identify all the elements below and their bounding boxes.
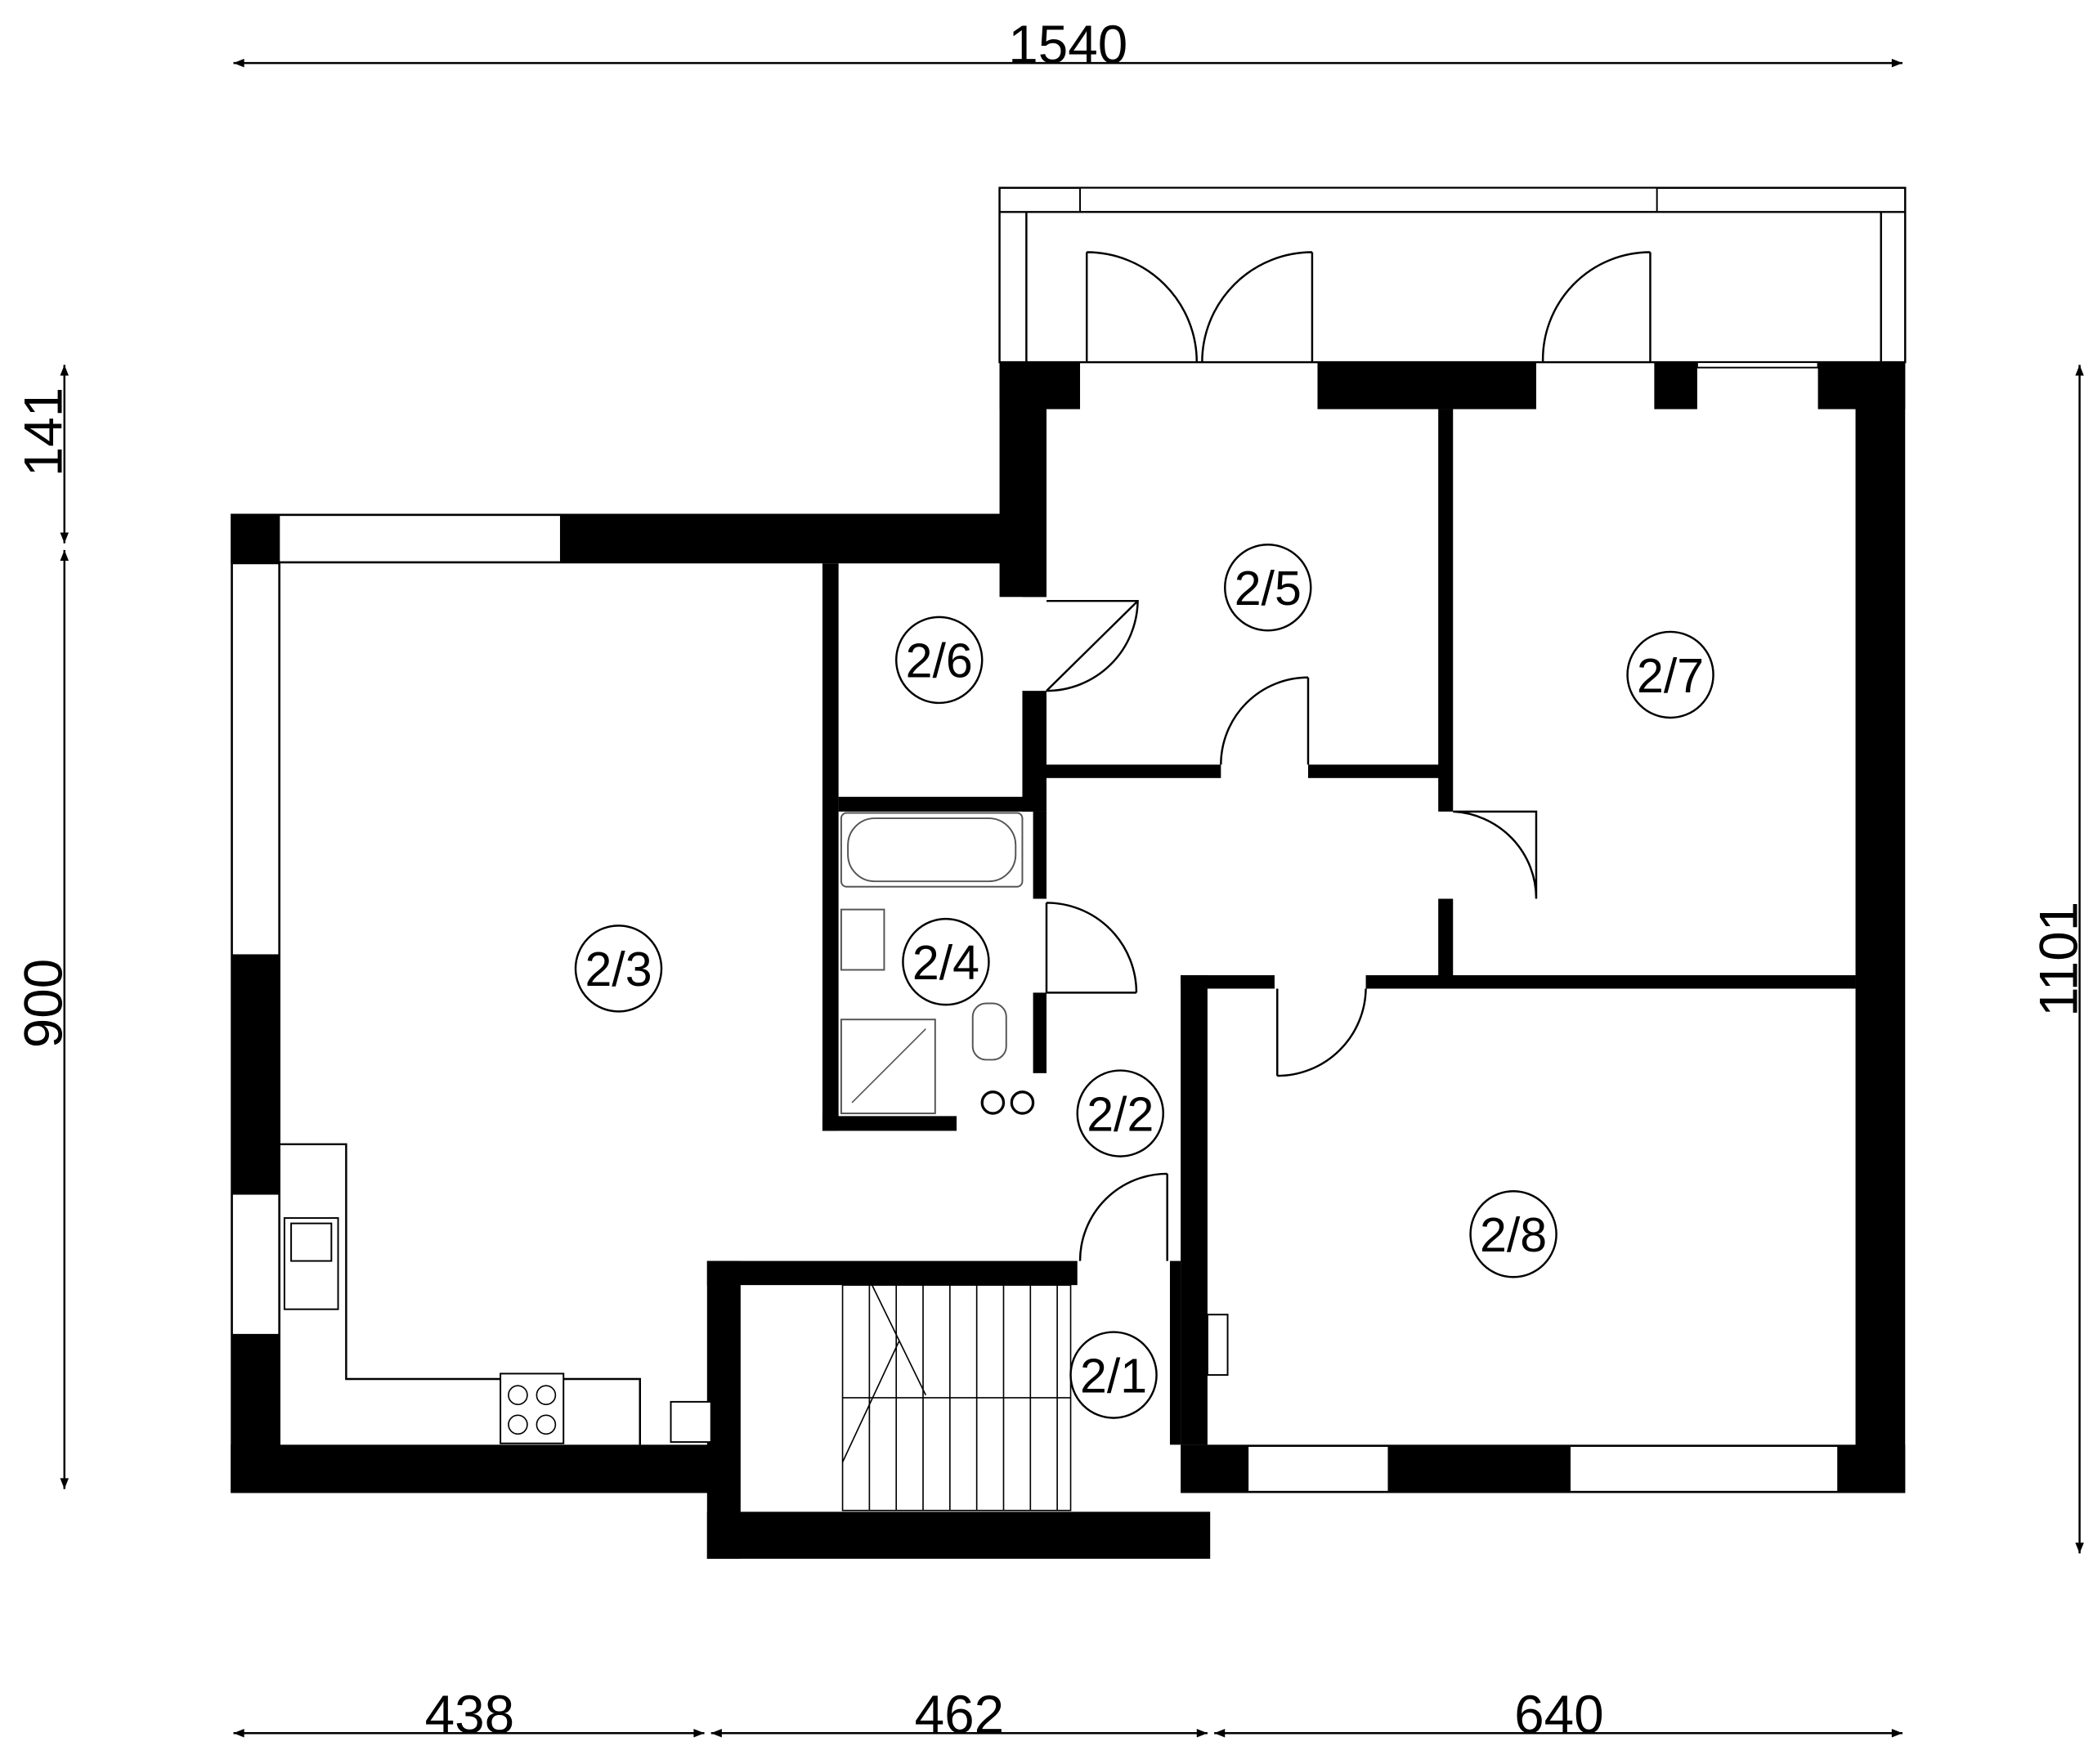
door-balcony-right: [1201, 251, 1314, 363]
window: [1696, 361, 1819, 369]
window: [1247, 1445, 1390, 1493]
door-2-6: [1046, 599, 1139, 692]
door-2-5: [1220, 676, 1310, 765]
door-2-8: [1276, 988, 1367, 1077]
window: [231, 562, 280, 956]
door-entrance: [1078, 1172, 1168, 1261]
dim-left-height: 900: [13, 959, 73, 1049]
room-label-2-4: 2/4: [912, 936, 979, 990]
window: [231, 1193, 280, 1336]
toilet: [971, 1002, 1007, 1061]
dim-segment-1: 438: [425, 1685, 515, 1744]
interior-walls: [822, 409, 1856, 1445]
stove: [500, 1372, 565, 1444]
balcony: [998, 186, 1907, 364]
dim-segment-3: 640: [1514, 1685, 1604, 1744]
boiler: [980, 1090, 1006, 1115]
dimension-lines: [60, 58, 2084, 1738]
door-balcony-2-7: [1541, 251, 1652, 363]
sink: [840, 908, 885, 971]
dim-right-height: 1101: [2028, 902, 2088, 1017]
door-balcony-left: [1086, 251, 1199, 363]
bathroom-fixtures: [840, 812, 1035, 1115]
dim-segment-2: 462: [915, 1685, 1005, 1744]
room-label-2-2: 2/2: [1087, 1087, 1154, 1141]
room-label-2-8: 2/8: [1480, 1208, 1547, 1262]
window: [278, 514, 562, 563]
room-label-2-1: 2/1: [1080, 1349, 1147, 1403]
dim-total-width: 1540: [1008, 15, 1127, 74]
room-label-2-7: 2/7: [1637, 649, 1704, 703]
room-labels: [574, 544, 1714, 1419]
kitchen: [280, 1143, 1229, 1445]
room-label-2-5: 2/5: [1235, 562, 1302, 616]
door-2-7: [1453, 810, 1538, 899]
dim-balcony-depth: 141: [13, 387, 73, 477]
door-2-4: [1045, 902, 1138, 994]
windows: [231, 361, 1840, 1493]
staircase: [841, 1284, 1072, 1511]
doors: [1045, 251, 1652, 1261]
room-label-2-3: 2/3: [585, 942, 652, 996]
window: [1569, 1445, 1840, 1493]
room-label-2-6: 2/6: [906, 634, 973, 688]
